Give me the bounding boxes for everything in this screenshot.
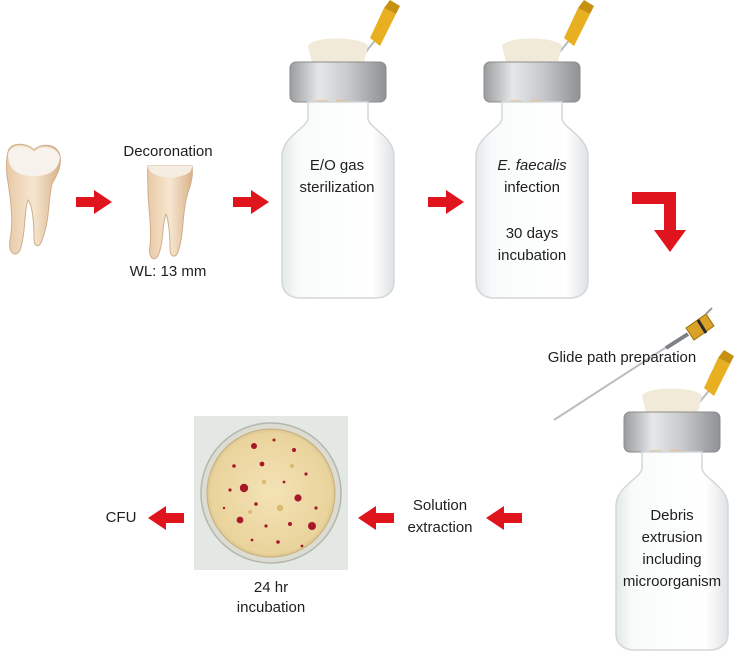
species-name: E. faecalis (497, 157, 567, 174)
arrow-elbow-down (632, 192, 686, 252)
sterilization-vial-icon (281, 0, 400, 299)
arrow-right-3 (428, 190, 464, 214)
eo-label-line1: E/O gas (309, 157, 365, 174)
ef-label-line2: infection (504, 179, 560, 196)
petri-dish-icon (194, 416, 348, 570)
solution-label-line2: extraction (407, 519, 473, 536)
arrow-right-2 (233, 190, 269, 214)
debris-label-line2: extrusion (641, 529, 703, 546)
decoronated-tooth-icon (147, 165, 193, 260)
debris-label-line4: microorganism (622, 573, 722, 590)
working-length-label: WL: 13 mm (129, 263, 207, 280)
debris-label-line3: including (642, 551, 702, 568)
arrow-left-1 (486, 506, 522, 530)
ef-label-line3: 30 days (505, 225, 559, 242)
ef-label-line4: incubation (497, 247, 567, 264)
debris-vial-icon (615, 350, 734, 651)
arrow-left-3 (148, 506, 184, 530)
ef-label-species: E. faecalis (472, 156, 592, 176)
incubation-label-line2: incubation (236, 599, 306, 616)
whole-tooth-icon (6, 143, 61, 255)
debris-label-line1: Debris (650, 507, 694, 524)
glide-path-label: Glide path preparation (547, 349, 697, 366)
cfu-label: CFU (105, 509, 137, 526)
infection-vial-icon (475, 0, 594, 299)
decoronation-label: Decoronation (123, 143, 213, 160)
eo-label-line2: sterilization (299, 179, 375, 196)
arrow-left-2 (358, 506, 394, 530)
endodontic-file-icon (553, 307, 715, 421)
arrow-right-1 (76, 190, 112, 214)
incubation-label-line1: 24 hr (253, 579, 289, 596)
solution-label-line1: Solution (412, 497, 468, 514)
